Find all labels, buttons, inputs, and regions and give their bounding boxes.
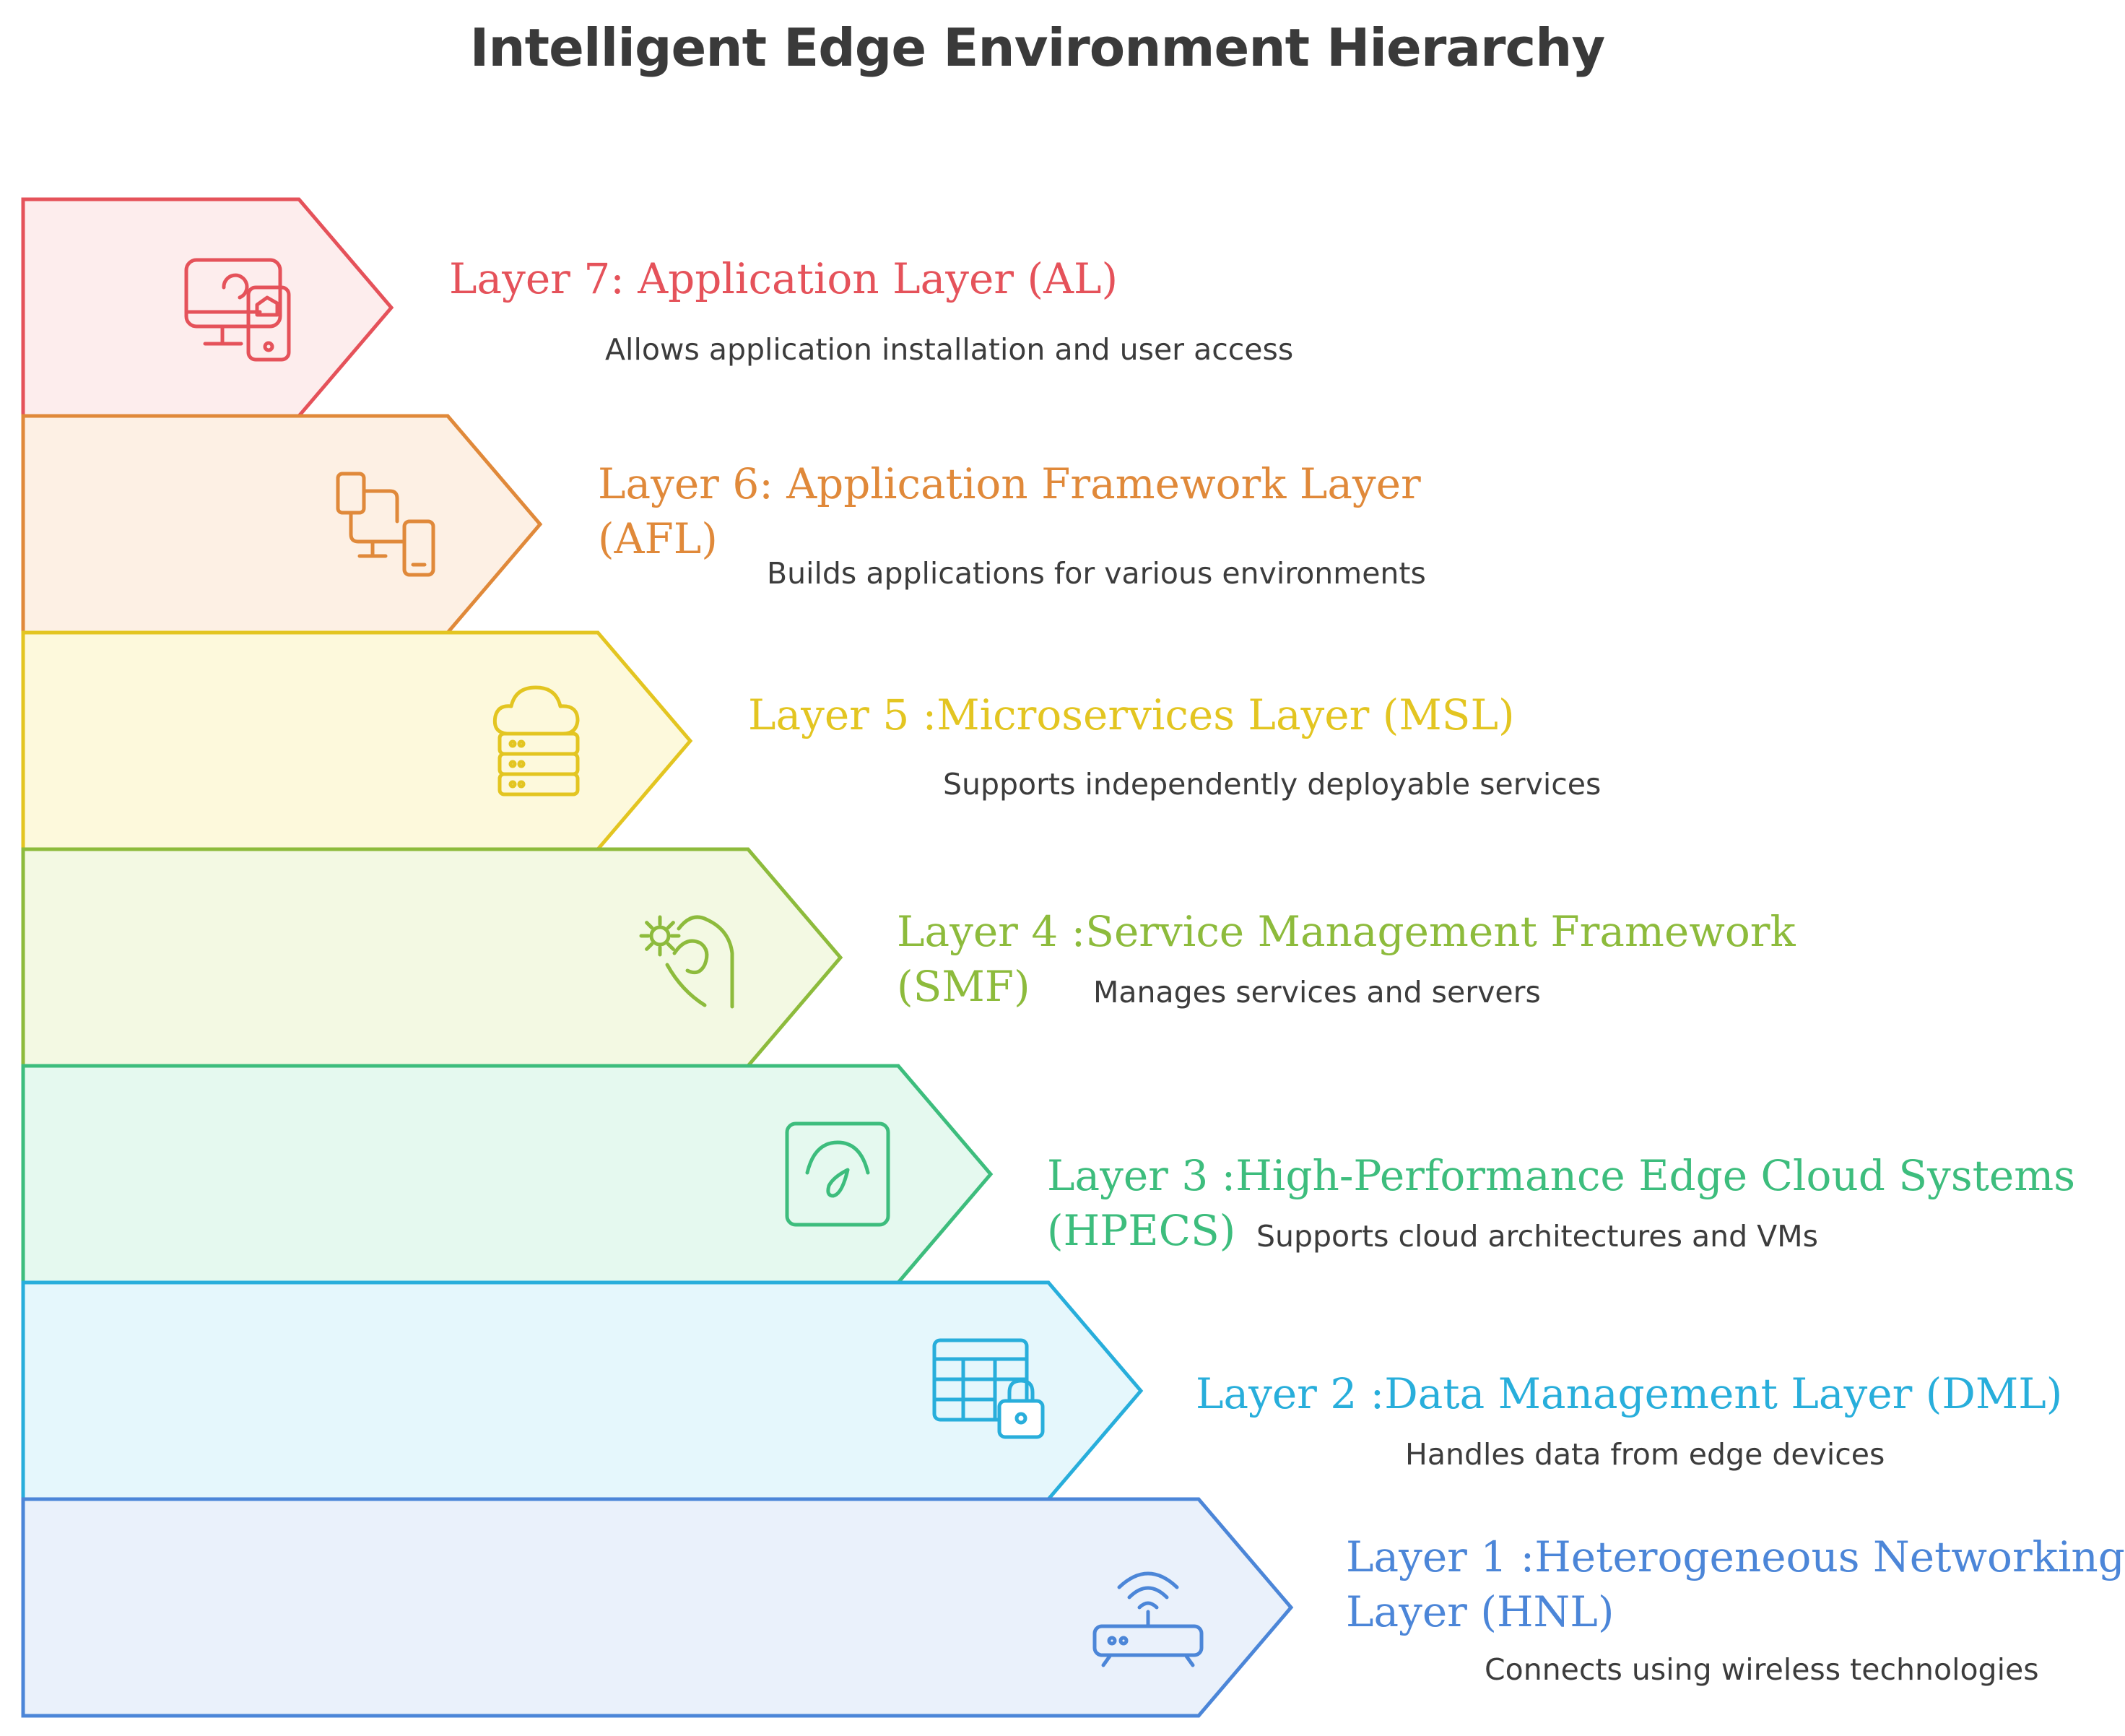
layer-4-band	[21, 847, 843, 1068]
layer-1-title-line-2: Layer (HNL)	[1346, 1587, 1615, 1636]
diagram-title: Intelligent Edge Environment Hierarchy	[469, 17, 1606, 78]
layer-5-description: Supports independently deployable servic…	[943, 767, 1602, 802]
table-lock-icon	[932, 1338, 1045, 1439]
layer-7-band	[21, 197, 394, 418]
layer-3-band	[21, 1064, 994, 1285]
layer-4-title-line-2: (SMF)	[897, 962, 1030, 1011]
layer-6-title: Layer 6: Application Framework Layer	[598, 459, 1421, 508]
layer-2-description: Handles data from edge devices	[1405, 1437, 1885, 1472]
layer-1-title: Layer 1 :Heterogeneous Networking	[1346, 1532, 2125, 1581]
layer-4-description: Manages services and servers	[1093, 975, 1541, 1010]
layer-6-band	[21, 414, 543, 635]
layer-2-band	[21, 1280, 1144, 1501]
speedometer-icon	[785, 1121, 890, 1227]
layer-6-title-line-2: (AFL)	[598, 514, 718, 563]
wifi-router-icon	[1092, 1571, 1204, 1667]
layer-7-description: Allows application installation and user…	[605, 332, 1294, 367]
devices-framework-icon	[336, 472, 435, 577]
layer-1-band	[21, 1497, 1294, 1718]
monitor-mobile-app-icon	[184, 258, 291, 362]
layer-4-title: Layer 4 :Service Management Framework	[897, 907, 1796, 956]
layer-5-band	[21, 630, 693, 851]
layer-1-description: Connects using wireless technologies	[1485, 1652, 2039, 1687]
cloud-server-icon	[492, 685, 580, 797]
hand-gear-icon	[639, 915, 734, 1009]
layer-3-description: Supports cloud architectures and VMs	[1256, 1219, 1818, 1254]
hierarchy-diagram	[21, 197, 1294, 1718]
layer-7-title: Layer 7: Application Layer (AL)	[449, 254, 1118, 303]
layer-6-description: Builds applications for various environm…	[767, 556, 1426, 591]
layer-5-title: Layer 5 :Microservices Layer (MSL)	[748, 690, 1515, 739]
layer-3-title: Layer 3 :High-Performance Edge Cloud Sys…	[1047, 1151, 2075, 1200]
layer-3-title-line-2: (HPECS)	[1047, 1206, 1236, 1255]
layer-2-title: Layer 2 :Data Management Layer (DML)	[1196, 1369, 2063, 1418]
